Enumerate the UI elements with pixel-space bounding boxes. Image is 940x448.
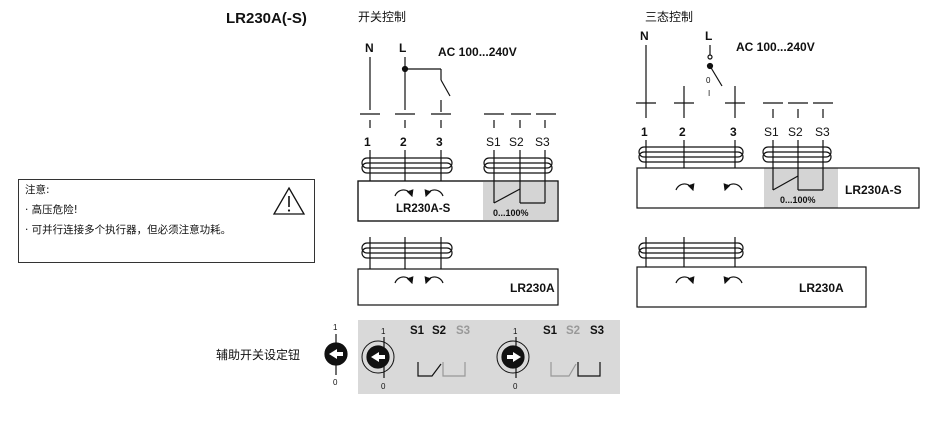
setting1-S2: S2	[432, 325, 446, 337]
aux-switch-settings-panel	[358, 320, 620, 394]
device-label-left-s: LR230A-S	[396, 203, 451, 215]
terminal-2: 2	[400, 135, 407, 149]
knob2-one-label: 1	[513, 327, 518, 336]
setting2-S3: S3	[590, 325, 604, 337]
note-item-high-voltage: · 高压危险!	[25, 204, 78, 216]
device-label-right-s: LR230A-S	[845, 183, 902, 197]
warning-note-box: 注意: · 高压危险! · 可并行连接多个执行器，但必须注意功耗。	[18, 179, 315, 263]
terminal-3-right: 3	[730, 125, 737, 139]
aux-range-left: 0...100%	[493, 208, 529, 218]
device-label-left-plain: LR230A	[510, 281, 555, 295]
knob2-zero-label: 0	[513, 382, 518, 391]
model-title: LR230A(-S)	[226, 10, 307, 27]
label-L: L	[399, 41, 406, 55]
knob-one-label: 1	[333, 323, 338, 332]
device-lr230a-right	[636, 266, 867, 308]
note-heading: 注意:	[25, 184, 50, 196]
label-N-right: N	[640, 29, 649, 43]
knob1-one-label: 1	[381, 327, 386, 336]
warning-triangle-icon	[272, 186, 306, 215]
device-label-right-plain: LR230A	[799, 281, 844, 295]
terminal-1: 1	[364, 135, 371, 149]
terminal-2-right: 2	[679, 125, 686, 139]
knob1-zero-label: 0	[381, 382, 386, 391]
terminal-3: 3	[436, 135, 443, 149]
aux-switch-knob-legend: 1 0 1 0 S1 S2 S3 1 0 S1 S2 S3	[324, 320, 620, 394]
setting1-S3: S3	[456, 325, 470, 337]
device-lr230a-s-right	[636, 167, 920, 209]
note-item-parallel: · 可并行连接多个执行器，但必须注意功耗。	[25, 224, 232, 236]
aux-range-right: 0...100%	[780, 195, 816, 205]
terminal-S2: S2	[509, 135, 524, 149]
label-supply-voltage: AC 100...240V	[438, 45, 517, 59]
setting2-S2: S2	[566, 325, 580, 337]
knob-zero-label: 0	[333, 378, 338, 387]
aux-switch-label: 辅助开关设定钮	[216, 348, 301, 362]
terminal-1-right: 1	[641, 125, 648, 139]
three-state-diagram: N L AC 100...240V 0 I 1 2 3 S1 S2 S3	[636, 29, 920, 308]
label-supply-voltage-right: AC 100...240V	[736, 40, 815, 54]
label-L-right: L	[705, 29, 712, 43]
onoff-diagram: N L AC 100...240V 1 2 3 S1 S2 S3	[357, 41, 559, 306]
setting1-S1: S1	[410, 325, 425, 337]
device-lr230a-left	[357, 268, 559, 306]
switch-contact	[707, 54, 713, 60]
label-N: N	[365, 41, 374, 55]
terminal-S1-right: S1	[764, 125, 779, 139]
terminal-S3-right: S3	[815, 125, 830, 139]
switch-one-label: I	[708, 89, 710, 98]
terminal-S2-right: S2	[788, 125, 803, 139]
terminal-S3: S3	[535, 135, 550, 149]
terminal-S1: S1	[486, 135, 501, 149]
section-onoff-title: 开关控制	[358, 10, 407, 24]
setting2-S1: S1	[543, 325, 558, 337]
switch-zero-label: 0	[706, 76, 711, 85]
section-three-state-title: 三态控制	[645, 10, 694, 24]
